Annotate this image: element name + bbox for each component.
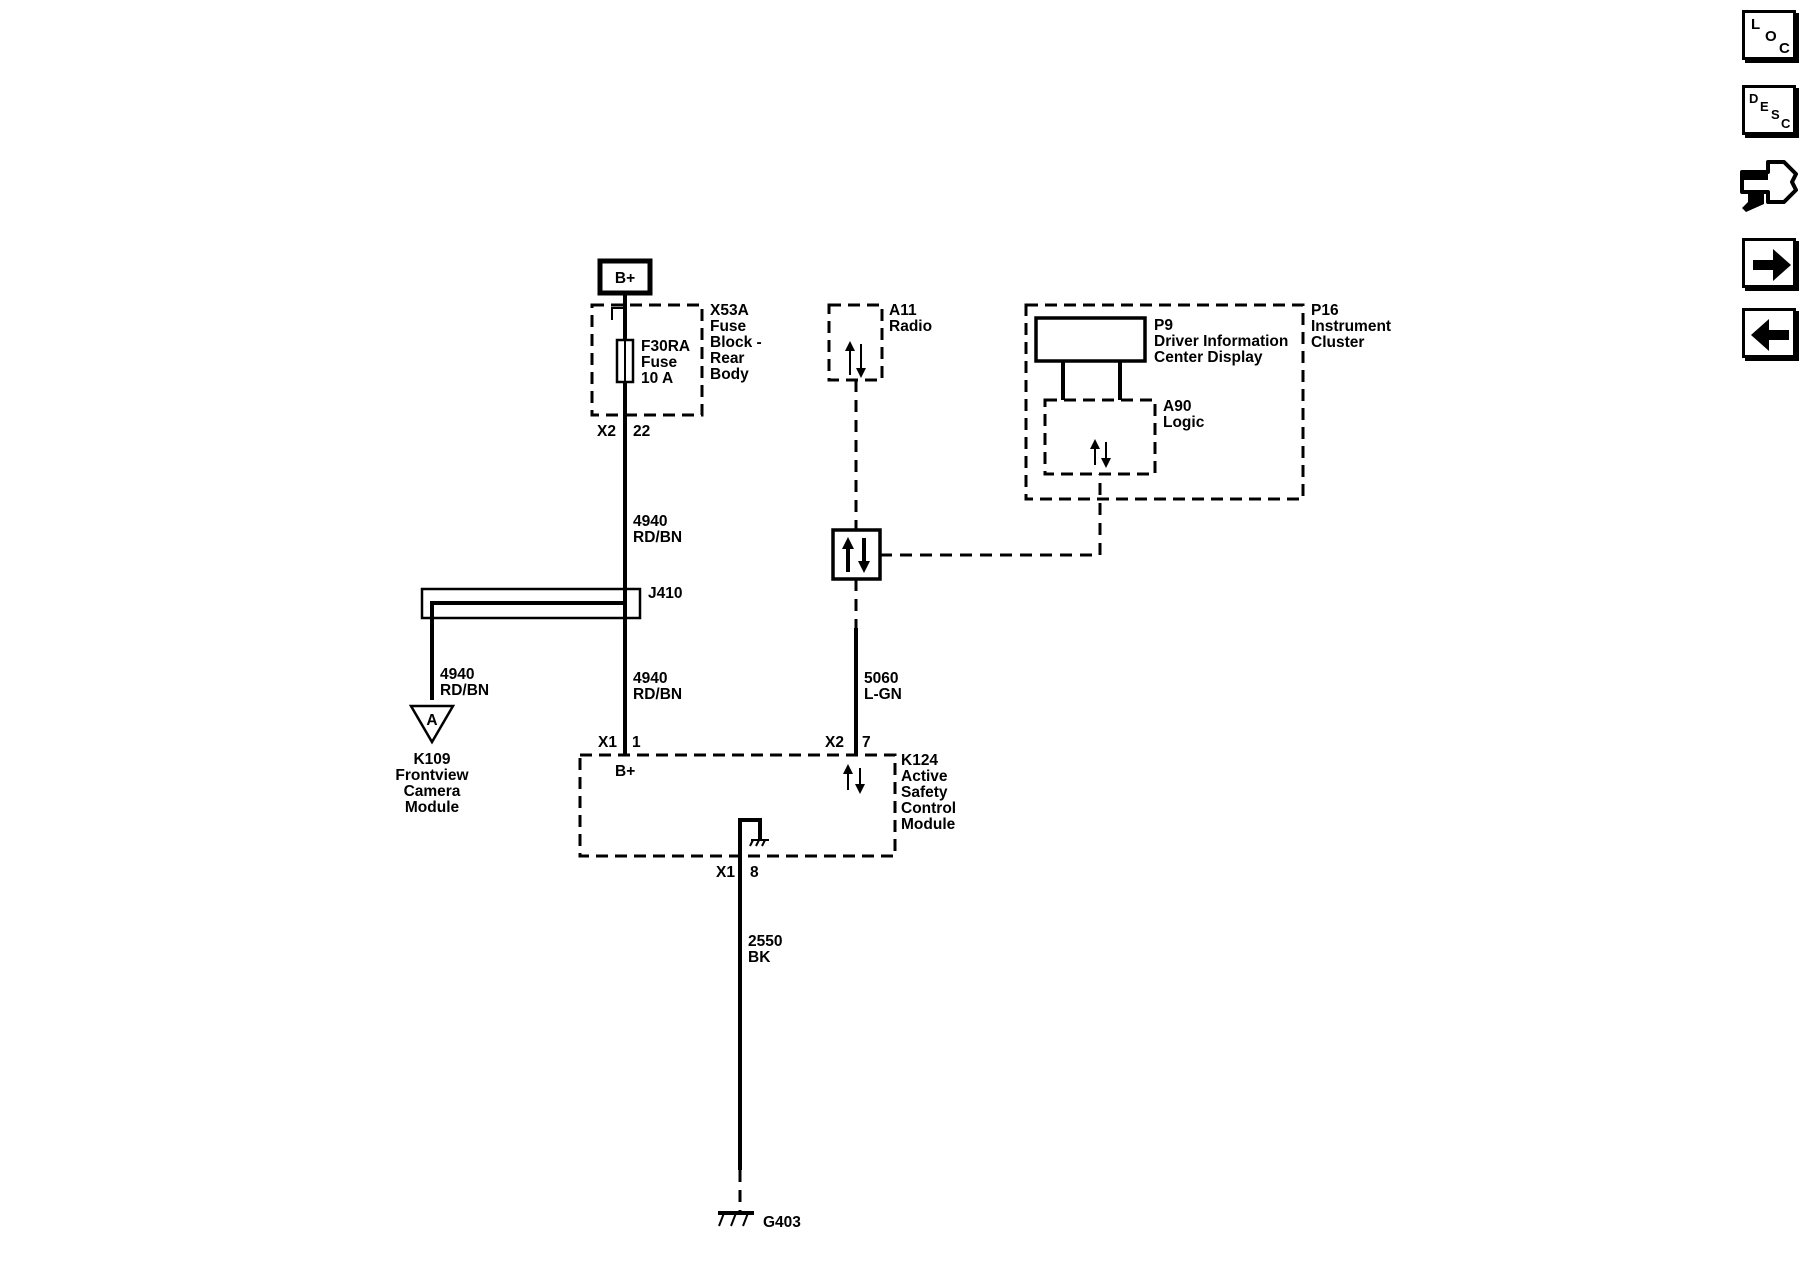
wire-4940-bottom-color: RD/BN [633,686,682,703]
instrument-cluster-name-2: Cluster [1311,334,1364,351]
ground-icon [718,1211,754,1227]
connector-pin-button[interactable] [1738,150,1800,216]
wire-5060-color: L-GN [864,686,902,703]
ascm-left-pin: 1 [632,734,641,751]
wire-2550-number: 2550 [748,933,782,950]
arrow-left-icon [1751,319,1789,351]
loc-letter-l: L [1751,16,1761,33]
chassis-ground-small-icon [749,839,769,847]
desc-letter-c: C [1781,116,1791,131]
logic-name: Logic [1163,414,1205,431]
fuse-clip-icon [611,307,625,320]
connector-pin-icon [1740,160,1798,212]
ascm-name-3: Control [901,800,956,817]
splice-j410 [420,587,642,620]
logic-id: A90 [1163,398,1191,415]
serial-data-arrows-icon [845,341,866,378]
ascm-name-2: Safety [901,784,948,801]
next-page-button[interactable] [1742,238,1796,288]
wire-2550-color: BK [748,949,771,966]
fuse-id: F30RA [641,338,690,355]
internal-ground-wire [738,818,762,856]
instrument-cluster-outline [1024,303,1305,501]
wire-4940-left-number: 4940 [440,666,474,683]
fuse-block-outline [590,303,704,417]
radio-id: A11 [889,302,917,319]
camera-module-id: K109 [413,751,450,768]
fuse-block-connector: X2 [597,423,616,440]
arrow-right-icon [1753,249,1791,281]
instrument-cluster-id: P16 [1311,302,1339,319]
desc-letter-d: D [1749,91,1759,106]
serial-data-splice-icon [831,528,882,581]
ground-id: G403 [763,1214,801,1231]
desc-letter-e: E [1760,99,1769,114]
svg-text:A: A [426,712,437,729]
desc-letter-s: S [1771,107,1780,122]
ascm-data-arrows-icon [843,764,865,794]
splice-id: J410 [648,585,682,602]
radio-name: Radio [889,318,932,335]
wire-4940-top-color: RD/BN [633,529,682,546]
camera-module-name-2: Camera [404,783,461,800]
ascm-id: K124 [901,752,938,769]
wire-4940-bottom-number: 4940 [633,670,667,687]
wire-4940-left-color: RD/BN [440,682,489,699]
ascm-right-connector: X2 [825,734,844,751]
fuse-rating: 10 A [641,370,673,387]
dic-display-box [1034,316,1147,363]
connector-a-icon: A [408,704,456,745]
dic-display-name-2: Center Display [1154,349,1263,366]
fuse-block-name-1: Fuse [710,318,747,335]
previous-page-button[interactable] [1742,308,1796,358]
camera-module-name-3: Module [405,799,460,816]
camera-module-name-1: Frontview [395,767,469,784]
logic-data-arrows-icon [1090,439,1111,468]
radio-outline [827,303,884,382]
fuse-type: Fuse [641,354,678,371]
wire-4940-top-number: 4940 [633,513,667,530]
loc-letter-c: C [1779,40,1790,57]
ascm-left-pin-label: B+ [615,763,635,780]
ascm-ground-pin: 8 [750,864,759,881]
fuse-block-name-4: Body [710,366,749,383]
ascm-right-pin: 7 [862,734,871,751]
loc-letter-o: O [1765,28,1777,45]
ascm-ground-connector: X1 [716,864,735,881]
ascm-name-1: Active [901,768,948,785]
description-button[interactable]: D E S C [1742,85,1796,135]
ascm-left-connector: X1 [598,734,617,751]
dic-display-name-1: Driver Information [1154,333,1288,350]
ascm-outline [578,753,897,858]
dic-display-id: P9 [1154,317,1173,334]
location-button[interactable]: L O C [1742,10,1796,60]
wire-5060-number: 5060 [864,670,898,687]
logic-outline [1043,398,1157,476]
ascm-name-4: Module [901,816,956,833]
fuse-block-name-2: Block - [710,334,762,351]
fuse-block-name-3: Rear [710,350,744,367]
fuse-block-pin: 22 [633,423,650,440]
instrument-cluster-name-1: Instrument [1311,318,1391,335]
svg-text:B+: B+ [615,270,635,287]
battery-positive-label: B+ [597,258,653,296]
fuse-block-id: X53A [710,302,749,319]
